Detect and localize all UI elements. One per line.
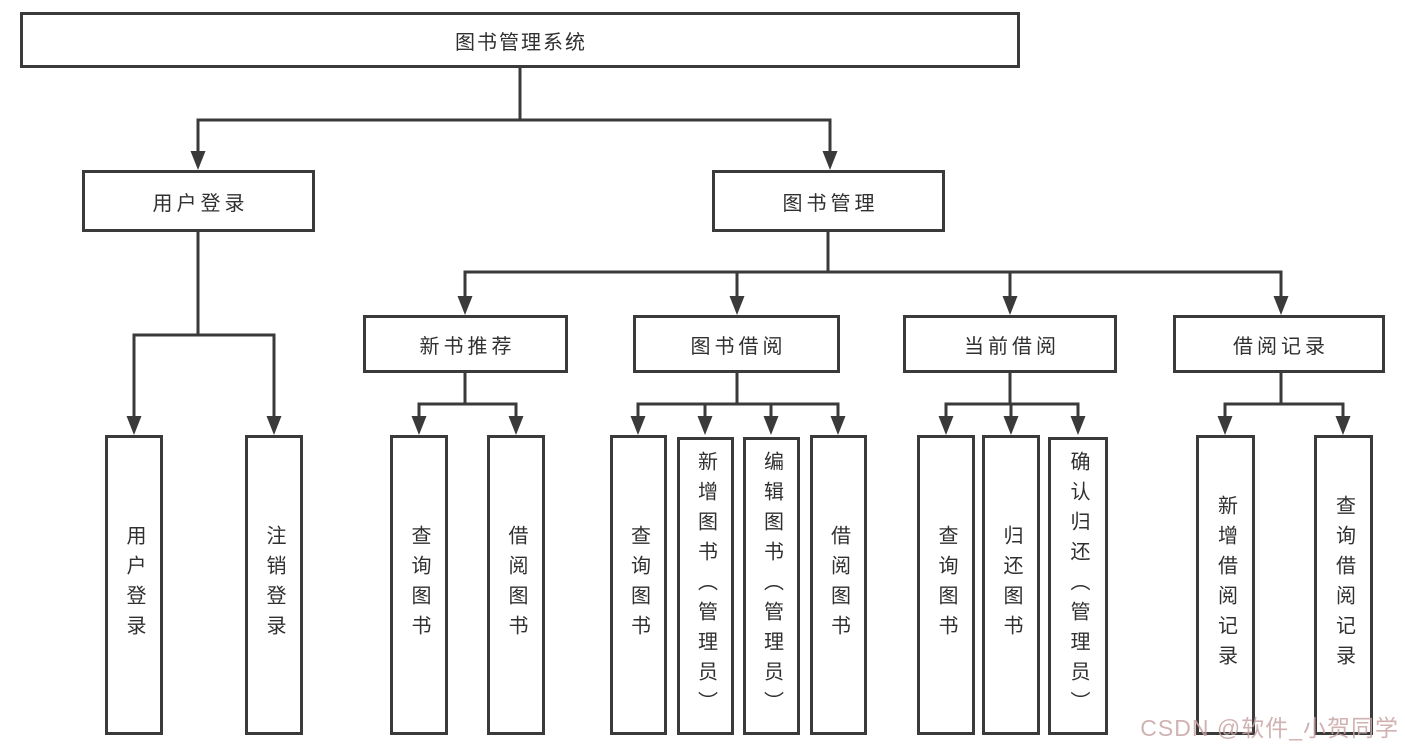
leaf-borrowing-borrow-books: 借阅图书 <box>810 435 867 735</box>
node-library-system: 图书管理系统 <box>20 12 1020 68</box>
leaf-records-query-record: 查询借阅记录 <box>1314 435 1373 735</box>
leaf-borrowing-add-books-admin: 新增图书（管理员） <box>677 437 734 735</box>
leaf-newbooks-query-books: 查询图书 <box>390 435 448 735</box>
leaf-borrowing-query-books: 查询图书 <box>610 435 667 735</box>
node-current-borrowing: 当前借阅 <box>903 315 1117 373</box>
node-book-management: 图书管理 <box>712 170 945 232</box>
csdn-watermark: CSDN @软件_小贺同学 <box>1140 715 1399 741</box>
leaf-current-return-books: 归还图书 <box>982 435 1040 735</box>
leaf-current-confirm-return-admin: 确认归还（管理员） <box>1048 437 1108 735</box>
leaf-current-query-books: 查询图书 <box>917 435 975 735</box>
leaf-logout: 注销登录 <box>245 435 303 735</box>
node-new-book-recommend: 新书推荐 <box>363 315 568 373</box>
node-borrow-records: 借阅记录 <box>1173 315 1385 373</box>
leaf-records-add-record: 新增借阅记录 <box>1196 435 1255 735</box>
leaf-user-login: 用户登录 <box>105 435 163 735</box>
node-book-borrowing: 图书借阅 <box>633 315 840 373</box>
arrowheads <box>126 151 1351 435</box>
node-user-login: 用户登录 <box>82 170 315 232</box>
leaf-borrowing-edit-books-admin: 编辑图书（管理员） <box>743 437 800 735</box>
leaf-newbooks-borrow-books: 借阅图书 <box>487 435 545 735</box>
